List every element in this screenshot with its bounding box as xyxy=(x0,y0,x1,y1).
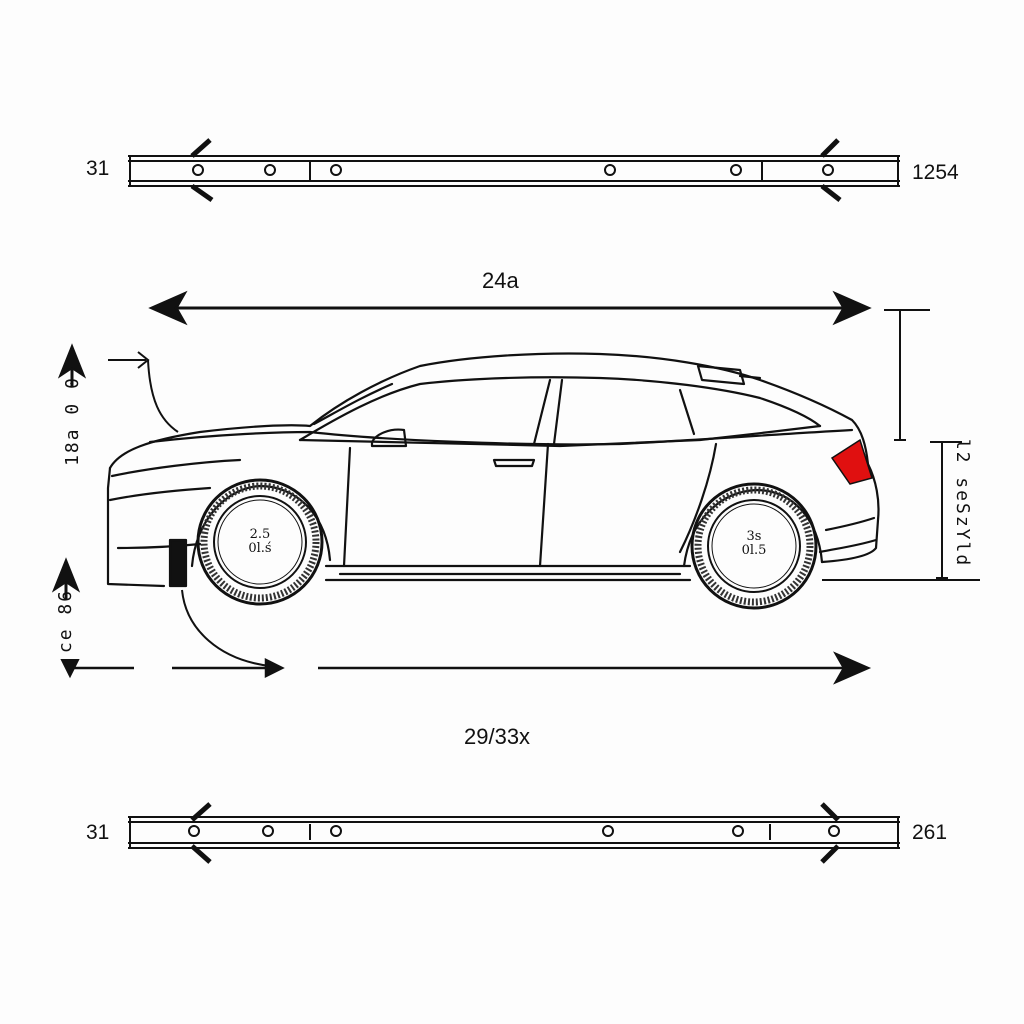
rear-wheel-label: 3s 0l.5 xyxy=(736,530,772,557)
left-height-markers xyxy=(51,343,271,679)
taillight xyxy=(830,438,873,485)
overall-length-arrow xyxy=(148,290,872,326)
base-length-arrow xyxy=(74,651,872,685)
front-wheel-label: 2.5 0l.ś xyxy=(242,528,278,555)
top-rail-left-label: 31 xyxy=(86,157,110,180)
top-dimension-rail xyxy=(128,138,900,203)
top-rail-right-label: 1254 xyxy=(912,161,959,184)
right-height-label: l2 seSzYld xyxy=(952,438,974,568)
overall-length-label: 24a xyxy=(482,268,519,293)
left-ground-label: ce 86 xyxy=(55,588,77,654)
bottom-rail-left-label: 31 xyxy=(86,821,110,844)
front-wheel xyxy=(196,478,324,606)
rear-wheel-label-line1: 3s xyxy=(746,529,762,544)
car-body xyxy=(106,352,880,588)
rear-wheel-label-line2: 0l.5 xyxy=(741,542,767,558)
base-length-label: 29/33x xyxy=(464,724,531,749)
right-height-markers xyxy=(822,309,980,581)
left-height-label: 18a 0 0 xyxy=(61,376,83,466)
front-wheel-label-line1: 2.5 xyxy=(249,527,271,542)
rear-wheel xyxy=(690,482,818,610)
bottom-rail-right-label: 261 xyxy=(912,821,948,844)
front-wheel-label-line2: 0l.ś xyxy=(248,540,272,556)
bottom-dimension-rail xyxy=(128,802,900,864)
